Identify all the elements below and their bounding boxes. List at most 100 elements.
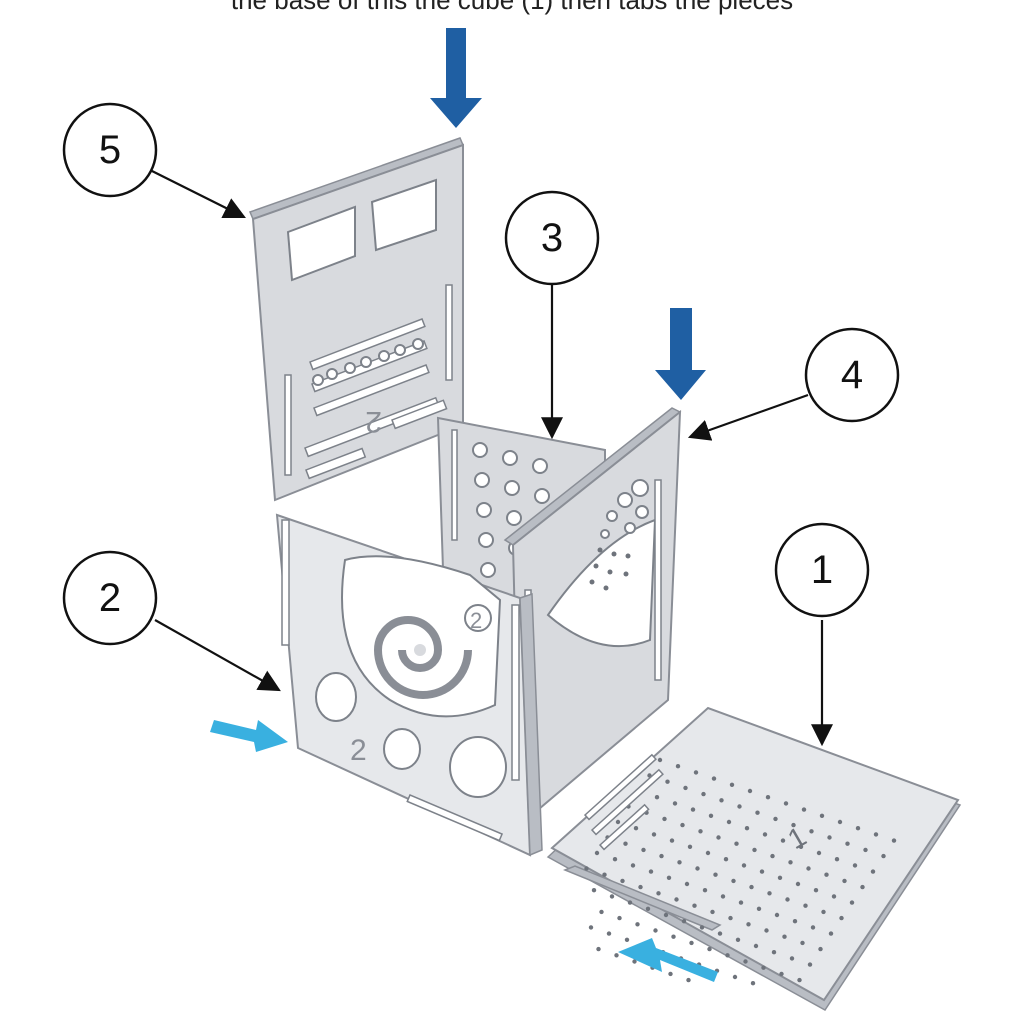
peg-hole bbox=[719, 798, 724, 803]
peg-hole bbox=[824, 872, 829, 877]
peg-hole bbox=[651, 832, 657, 837]
peg-hole bbox=[690, 807, 696, 812]
peg-hole bbox=[594, 850, 600, 856]
peg-hole bbox=[873, 832, 879, 837]
peg-hole bbox=[695, 866, 700, 871]
callout-1-label: 1 bbox=[811, 548, 833, 592]
peg-hole bbox=[665, 779, 670, 784]
peg-hole bbox=[609, 894, 615, 899]
peg-hole bbox=[711, 776, 717, 781]
peg-hole bbox=[584, 866, 589, 871]
peg-hole bbox=[669, 838, 675, 843]
peg-hole bbox=[855, 826, 861, 831]
peg-hole bbox=[657, 757, 663, 763]
peg-hole bbox=[606, 931, 612, 936]
leader-5 bbox=[149, 169, 246, 218]
peg-hole bbox=[807, 962, 813, 967]
peg-hole bbox=[839, 915, 844, 921]
peg-hole bbox=[659, 853, 664, 859]
peg-hole bbox=[750, 981, 756, 986]
peg-hole bbox=[831, 894, 837, 899]
peg-hole bbox=[764, 928, 769, 933]
panel-2-small-number: 2 bbox=[470, 608, 482, 633]
peg-hole bbox=[680, 822, 685, 828]
peg-hole bbox=[699, 925, 705, 930]
light-arrow-left bbox=[210, 720, 288, 752]
peg-hole bbox=[702, 888, 708, 893]
panel-1-edge-slots bbox=[583, 753, 664, 851]
peg-hole bbox=[795, 881, 801, 887]
peg-hole bbox=[827, 835, 832, 840]
panel-2-etched-number: 2 bbox=[350, 734, 367, 767]
peg-hole bbox=[671, 934, 676, 939]
callout-4-label: 4 bbox=[841, 353, 863, 397]
panel-5-etched-number: 2 bbox=[365, 405, 382, 438]
peg-hole bbox=[849, 900, 855, 905]
peg-hole bbox=[801, 807, 807, 812]
peg-hole bbox=[693, 770, 699, 775]
peg-hole bbox=[816, 850, 822, 856]
peg-hole bbox=[630, 863, 636, 868]
peg-hole bbox=[624, 937, 630, 942]
peg-hole bbox=[701, 791, 706, 797]
dark-arrow-top bbox=[430, 28, 482, 128]
panel-1: 1 bbox=[546, 706, 962, 1011]
peg-hole bbox=[716, 835, 721, 840]
peg-hole bbox=[860, 884, 865, 890]
peg-hole bbox=[743, 959, 748, 964]
peg-hole bbox=[755, 810, 760, 815]
peg-hole bbox=[821, 909, 826, 915]
peg-hole bbox=[891, 838, 897, 843]
peg-hole bbox=[752, 847, 757, 853]
peg-hole bbox=[785, 897, 790, 902]
peg-hole bbox=[654, 795, 660, 800]
peg-hole bbox=[614, 953, 619, 958]
peg-hole bbox=[627, 900, 633, 905]
peg-hole bbox=[773, 816, 778, 822]
peg-hole bbox=[713, 872, 718, 877]
peg-hole bbox=[674, 897, 679, 902]
peg-hole bbox=[645, 906, 651, 911]
peg-hole bbox=[633, 826, 639, 831]
peg-hole bbox=[728, 915, 733, 921]
peg-hole bbox=[798, 844, 804, 849]
peg-hole bbox=[734, 841, 739, 846]
peg-hole bbox=[842, 878, 847, 884]
peg-hole bbox=[687, 844, 693, 849]
leader-lines bbox=[149, 169, 833, 747]
callout-5-label: 5 bbox=[99, 128, 121, 172]
callout-2-label: 2 bbox=[99, 576, 121, 620]
header-caption: the base of this the cube (1) then tabs … bbox=[230, 0, 794, 15]
peg-hole bbox=[723, 857, 729, 862]
peg-hole bbox=[779, 971, 784, 977]
peg-hole bbox=[788, 860, 793, 865]
peg-hole bbox=[774, 912, 780, 918]
peg-hole bbox=[870, 869, 876, 874]
peg-hole bbox=[638, 884, 643, 890]
callout-4: 4 bbox=[804, 327, 900, 423]
peg-hole bbox=[635, 922, 640, 927]
callout-3-label: 3 bbox=[541, 216, 563, 260]
peg-hole bbox=[803, 903, 808, 908]
peg-hole bbox=[828, 931, 834, 936]
spiral-cutout bbox=[341, 555, 502, 718]
peg-hole bbox=[732, 974, 738, 980]
peg-hole bbox=[783, 801, 789, 806]
peg-hole bbox=[707, 946, 712, 952]
peg-hole bbox=[735, 937, 741, 942]
peg-hole bbox=[746, 922, 751, 927]
peg-hole bbox=[789, 956, 795, 961]
peg-hole bbox=[720, 894, 726, 899]
peg-hole bbox=[731, 878, 736, 884]
leader-2 bbox=[154, 619, 281, 692]
peg-hole bbox=[741, 863, 747, 868]
peg-hole bbox=[845, 841, 850, 846]
panel-4 bbox=[503, 407, 682, 828]
peg-hole bbox=[810, 925, 816, 930]
panel-2: 2 2 bbox=[275, 513, 543, 857]
panel-5-holes-row bbox=[312, 338, 424, 386]
dark-arrow-right bbox=[655, 308, 706, 400]
peg-hole bbox=[726, 819, 732, 825]
peg-hole bbox=[819, 813, 825, 818]
peg-hole bbox=[591, 888, 597, 893]
